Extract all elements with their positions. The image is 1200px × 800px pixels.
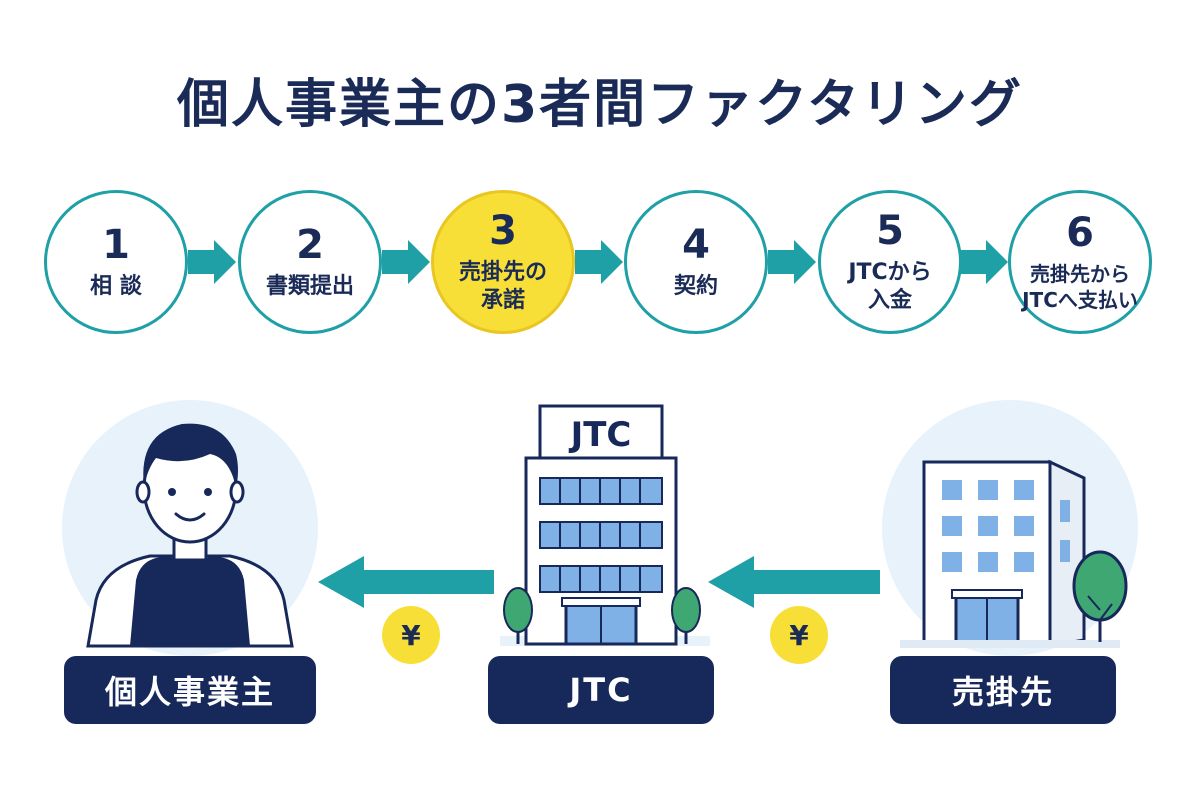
yen-badge: ¥: [770, 606, 828, 664]
step-number: 1: [102, 222, 130, 268]
tree-icon: [671, 587, 701, 644]
role-label-sole-proprietor: 個人事業主: [64, 656, 316, 724]
arrow-right-icon: [188, 240, 236, 284]
step-4: 4 契約: [624, 190, 768, 334]
role-label-receivable-party: 売掛先: [890, 656, 1116, 724]
step-number: 5: [876, 208, 904, 254]
tree-icon: [503, 587, 533, 644]
arrow-right-icon: [575, 240, 623, 284]
step-label-line: 入金: [867, 288, 912, 313]
step-label: 売掛先から JTCへ支払い: [1014, 261, 1146, 313]
step-label-line: JTCへ支払い: [1022, 288, 1138, 312]
role-label-jtc: JTC: [488, 656, 714, 724]
step-number: 6: [1066, 210, 1094, 256]
arrow-left-icon: [708, 556, 880, 608]
arrow-right-icon: [768, 240, 816, 284]
tree-icon: [1072, 550, 1128, 642]
step-label: JTCから 入金: [840, 259, 939, 315]
step-number: 3: [489, 208, 517, 254]
step-label-line: JTCから: [848, 260, 932, 285]
step-number: 4: [682, 222, 710, 268]
page-title: 個人事業主の3者間ファクタリング: [176, 75, 1024, 135]
step-label: 書類提出: [265, 274, 354, 299]
step-number: 2: [296, 222, 324, 268]
step-2: 2 書類提出: [238, 190, 382, 334]
step-label: 契約: [673, 274, 718, 299]
arrow-right-icon: [960, 240, 1008, 284]
step-1: 1 相 談: [44, 190, 188, 334]
arrow-left-icon: [318, 556, 494, 608]
step-label-line: 売掛先から: [1029, 262, 1130, 286]
building-sign-text: JTC: [569, 415, 632, 455]
arrow-right-icon: [382, 240, 430, 284]
jtc-building-icon: JTC: [500, 404, 710, 646]
yen-badge: ¥: [382, 606, 440, 664]
step-6: 6 売掛先から JTCへ支払い: [1008, 190, 1152, 334]
step-label-line: 承諾: [480, 288, 525, 313]
step-3: 3 売掛先の 承諾: [431, 190, 575, 334]
step-label: 売掛先の 承諾: [451, 259, 555, 315]
step-label-line: 売掛先の: [458, 260, 547, 285]
step-label: 相 談: [90, 274, 142, 299]
person-icon: [62, 400, 318, 656]
step-5: 5 JTCから 入金: [818, 190, 962, 334]
